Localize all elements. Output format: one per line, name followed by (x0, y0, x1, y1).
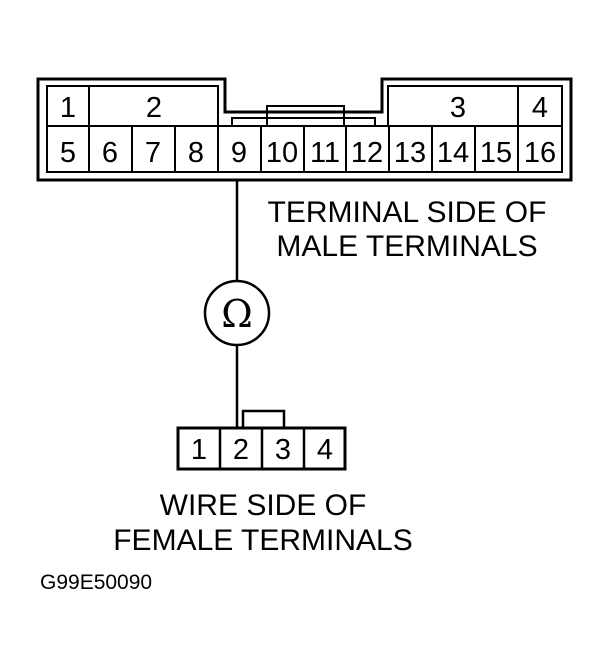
male-pin-number: 6 (102, 137, 118, 169)
male-pin-number: 1 (60, 92, 76, 124)
male-bottom-dividers (88, 126, 519, 172)
male-key-tab (266, 105, 345, 126)
female-connector: 1 2 3 4 (176, 409, 347, 471)
female-key-tab (241, 409, 286, 428)
male-connector: 1 2 3 4 5 6 7 8 9 10 11 12 13 14 15 16 (36, 77, 573, 182)
male-pin-number: 2 (146, 92, 162, 124)
male-pin-number: 7 (145, 137, 161, 169)
female-side-label-line1: WIRE SIDE OF (160, 489, 367, 522)
male-pin-number: 16 (524, 137, 556, 169)
male-pin-number: 10 (266, 137, 298, 169)
ohm-symbol: Ω (221, 292, 253, 336)
male-pin-number: 9 (231, 137, 247, 169)
male-pin-number: 11 (310, 137, 340, 169)
female-pin-number: 4 (317, 434, 333, 466)
male-side-label-line1: TERMINAL SIDE OF (268, 196, 547, 229)
male-connector-outline (36, 77, 573, 182)
male-pin-number: 5 (60, 137, 76, 169)
male-pin-number: 15 (480, 137, 512, 169)
female-pin-number: 2 (233, 434, 249, 466)
female-pin-number: 3 (275, 434, 291, 466)
female-side-label-line2: FEMALE TERMINALS (113, 524, 413, 557)
male-pin-number: 13 (394, 137, 426, 169)
female-pin-number: 1 (191, 434, 207, 466)
male-pin-number: 8 (188, 137, 204, 169)
figure-code: G99E50090 (40, 571, 152, 594)
male-pin-number: 3 (450, 92, 466, 124)
male-pin-number: 14 (437, 137, 469, 169)
ohmmeter: Ω (203, 279, 271, 347)
male-pin-number: 4 (532, 92, 548, 124)
male-side-label-line2: MALE TERMINALS (276, 230, 537, 263)
male-pin-number: 12 (351, 137, 383, 169)
